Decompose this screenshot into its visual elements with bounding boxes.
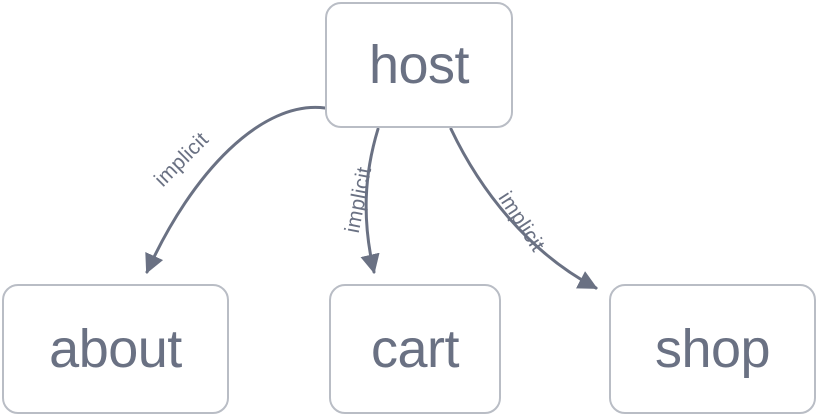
edge-host-about	[145, 105, 327, 274]
edge-host-cart	[360, 127, 380, 274]
node-host-label: host	[368, 35, 470, 95]
node-about[interactable]: about	[2, 284, 229, 414]
node-host[interactable]: host	[325, 2, 513, 128]
node-about-label: about	[49, 319, 182, 379]
edge-host-shop	[449, 127, 598, 290]
node-cart-label: cart	[370, 319, 460, 379]
node-shop[interactable]: shop	[609, 284, 816, 414]
node-shop-label: shop	[654, 319, 771, 379]
node-cart[interactable]: cart	[329, 284, 501, 414]
